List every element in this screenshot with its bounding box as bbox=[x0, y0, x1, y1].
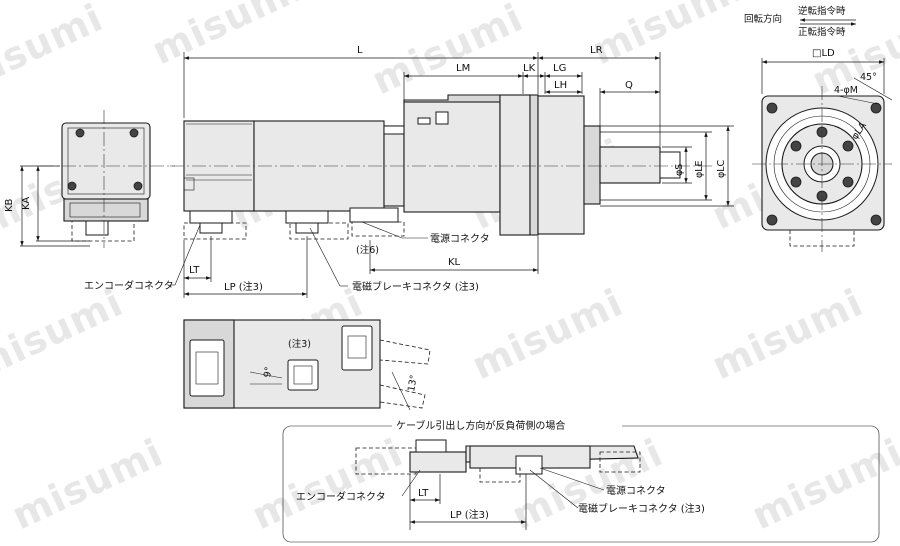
svg-text:misumi: misumi bbox=[145, 0, 309, 73]
dim-ld: □LD bbox=[812, 48, 835, 59]
rotation-direction-label: 回転方向 bbox=[744, 13, 782, 25]
dim-lt: LT bbox=[189, 265, 200, 276]
dim-9deg: 9° bbox=[262, 366, 275, 379]
dim-bottom: LT LP (注3) KL (注6) 電源コネクタ エンコーダコネクタ 電磁ブレ… bbox=[84, 221, 539, 298]
encoder-connector-label: エンコーダコネクタ bbox=[84, 279, 174, 292]
dim-ka: KA bbox=[21, 197, 32, 210]
inset-encoder-label: エンコーダコネクタ bbox=[296, 490, 386, 503]
svg-text:misumi: misumi bbox=[5, 430, 169, 538]
svg-text:misumi: misumi bbox=[0, 280, 130, 388]
svg-text:misumi: misumi bbox=[745, 430, 900, 538]
dim-q: Q bbox=[625, 80, 633, 91]
svg-text:misumi: misumi bbox=[705, 280, 869, 388]
svg-text:misumi: misumi bbox=[465, 280, 629, 388]
inset-box: ケーブル引出し方向が反負荷側の場合 LT LP (注3) エンコーダコネクタ 電… bbox=[282, 418, 880, 543]
inset-brake-label: 電磁ブレーキコネクタ (注3) bbox=[578, 502, 705, 515]
dim-lh: LH bbox=[554, 80, 567, 91]
dim-13deg: 13° bbox=[406, 374, 420, 392]
dim-kl: KL bbox=[448, 257, 461, 268]
rotation-legend: 回転方向 逆転指令時 正転指令時 bbox=[744, 5, 856, 38]
svg-text:misumi: misumi bbox=[0, 0, 110, 103]
note-3-top: (注3) bbox=[288, 338, 311, 350]
dim-top: L LR LM LK LG LH Q bbox=[183, 45, 661, 146]
dim-le: φLE bbox=[694, 160, 705, 178]
dim-diameters: φS φLE φLC bbox=[600, 125, 734, 207]
front-flange-view bbox=[752, 86, 892, 252]
motor-top-view: 9° 13° (注3) bbox=[183, 319, 431, 411]
inset-lt: LT bbox=[418, 488, 429, 499]
dim-lm: LM bbox=[456, 63, 470, 74]
reverse-command-label: 逆転指令時 bbox=[798, 5, 846, 17]
power-connector-label: 電源コネクタ bbox=[430, 232, 490, 245]
forward-command-label: 正転指令時 bbox=[798, 26, 846, 38]
dim-lc: φLC bbox=[716, 159, 727, 178]
rear-end-view bbox=[40, 110, 175, 248]
note-6: (注6) bbox=[356, 244, 379, 256]
dim-lp: LP (注3) bbox=[224, 280, 263, 293]
svg-text:misumi: misumi bbox=[245, 430, 409, 538]
brake-connector-label: 電磁ブレーキコネクタ (注3) bbox=[352, 280, 479, 293]
dim-lk: LK bbox=[523, 63, 536, 74]
inset-title: ケーブル引出し方向が反負荷側の場合 bbox=[396, 419, 565, 432]
dim-kb-ka: KB KA bbox=[4, 165, 90, 247]
dim-lg: LG bbox=[553, 63, 566, 74]
inset-power-label: 電源コネクタ bbox=[606, 484, 666, 497]
dim-4m: 4-φM bbox=[834, 85, 858, 96]
dim-45deg: 45° bbox=[860, 72, 877, 83]
dim-kb: KB bbox=[4, 198, 15, 212]
svg-text:misumi: misumi bbox=[365, 0, 529, 103]
inset-lp: LP (注3) bbox=[450, 508, 489, 521]
dim-s: φS bbox=[674, 164, 685, 176]
motor-side-view bbox=[170, 94, 712, 240]
svg-text:misumi: misumi bbox=[585, 0, 749, 73]
dim-lr: LR bbox=[590, 45, 603, 56]
dim-l: L bbox=[357, 45, 363, 56]
